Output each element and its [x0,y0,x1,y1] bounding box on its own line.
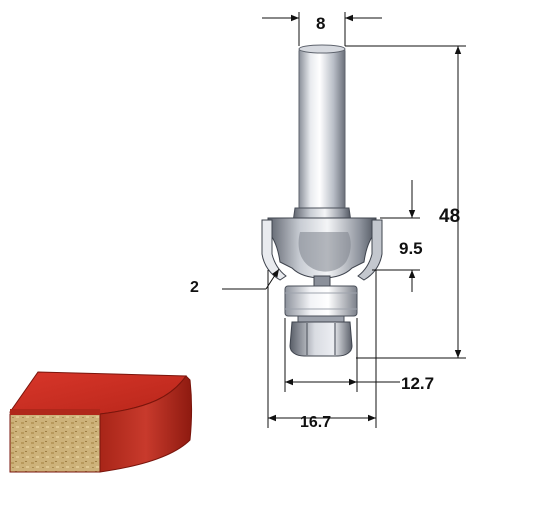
cutting-edge-left [261,219,287,281]
workpiece-chipboard-face [9,413,101,473]
hex-nut [289,321,353,357]
workpiece-sample [9,371,192,473]
label-overall-length: 48 [439,206,460,227]
shank [298,47,346,211]
label-cutting-height: 9.5 [399,239,423,258]
workpiece-profiled-edge [99,375,192,473]
workpiece-laminate-top [10,409,100,415]
bearing [284,285,358,317]
shank-top [298,44,346,54]
cove-profile [298,232,351,272]
label-radius: 2 [190,279,199,296]
dimension-lines [222,12,466,428]
label-bearing-diameter: 12.7 [401,374,434,393]
washer [297,315,345,323]
cutting-edge-right [357,219,383,281]
label-cutter-diameter: 16.7 [300,414,331,431]
router-bit [261,44,383,357]
label-shank-diameter: 8 [316,14,325,33]
